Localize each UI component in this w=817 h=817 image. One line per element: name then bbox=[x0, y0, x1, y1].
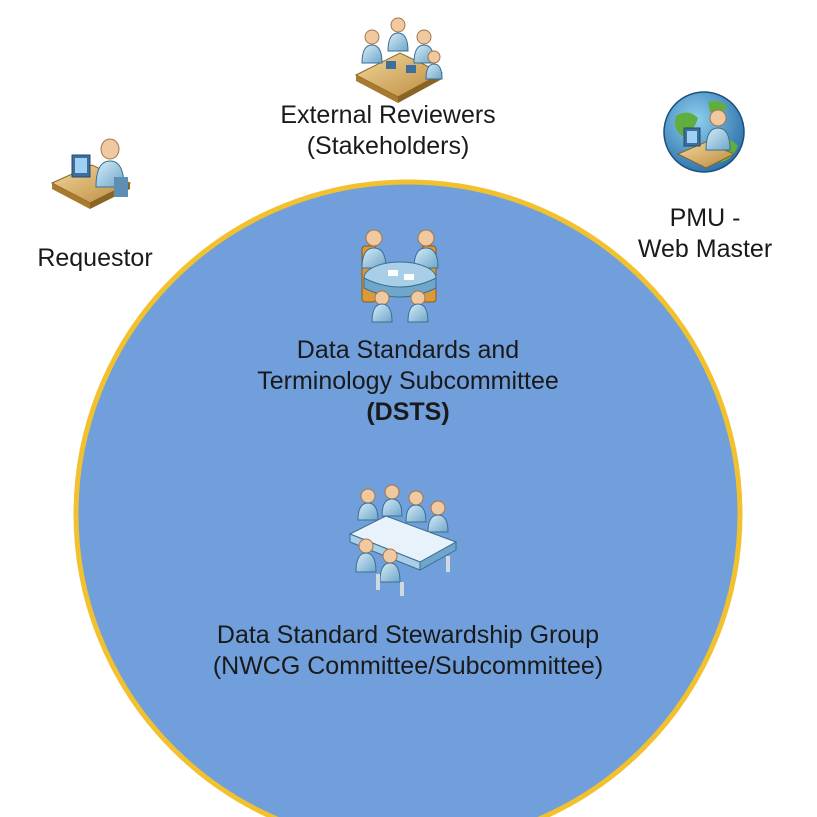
web-master-globe-icon bbox=[663, 91, 745, 173]
dsts-line1: Data Standards and bbox=[296, 336, 520, 364]
group-meeting-icon bbox=[354, 17, 444, 103]
dsts-line3: (DSTS) bbox=[366, 398, 450, 426]
conference-table-icon bbox=[361, 229, 439, 323]
person-at-desk-icon bbox=[50, 138, 132, 209]
dsts-line2: Terminology Subcommittee bbox=[257, 367, 559, 395]
external-reviewers-line2: (Stakeholders) bbox=[306, 132, 470, 160]
pmu-label: PMU - Web Master bbox=[600, 203, 810, 265]
committee-table-icon bbox=[348, 484, 458, 596]
stewardship-circle bbox=[73, 179, 743, 817]
requestor-label: Requestor bbox=[10, 243, 180, 274]
requestor-text: Requestor bbox=[37, 244, 153, 272]
stewardship-line2: (NWCG Committee/Subcommittee) bbox=[212, 652, 604, 680]
stewardship-line1: Data Standard Stewardship Group bbox=[216, 621, 600, 649]
external-reviewers-label: External Reviewers (Stakeholders) bbox=[228, 100, 548, 162]
stewardship-label: Data Standard Stewardship Group (NWCG Co… bbox=[128, 620, 688, 682]
pmu-line2: Web Master bbox=[637, 235, 773, 263]
external-reviewers-line1: External Reviewers bbox=[280, 101, 496, 129]
dsts-label: Data Standards and Terminology Subcommit… bbox=[218, 335, 598, 428]
pmu-line1: PMU - bbox=[669, 204, 741, 232]
